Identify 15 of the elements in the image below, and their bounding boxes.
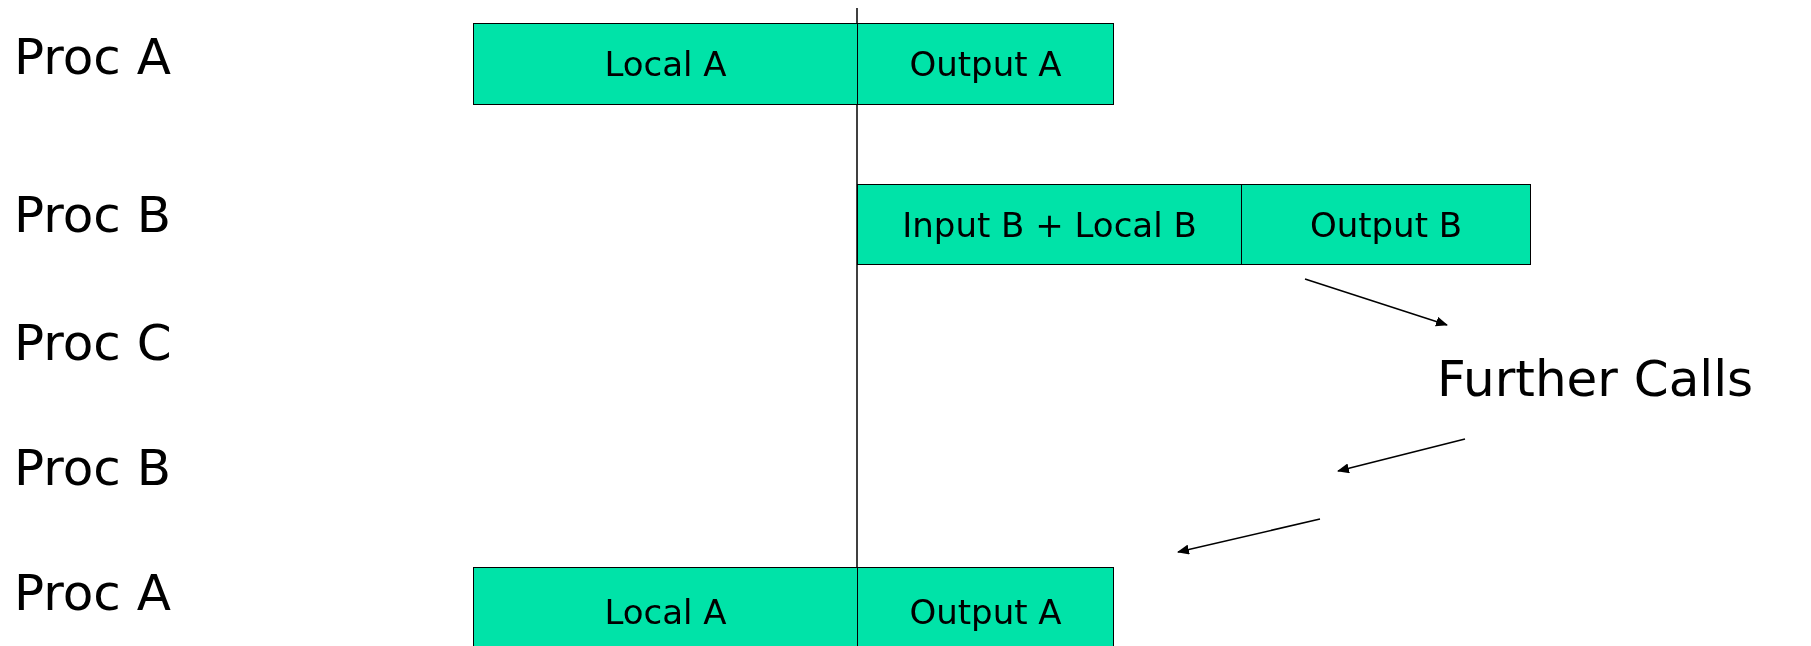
row-label: Proc A bbox=[14, 32, 171, 82]
stack-frame: Output A bbox=[857, 567, 1114, 646]
arrow bbox=[1337, 438, 1466, 474]
callout-text: Further Calls bbox=[1437, 354, 1754, 404]
stack-frame: Input B + Local B bbox=[857, 184, 1242, 265]
arrow bbox=[1304, 278, 1448, 327]
row-label: Proc A bbox=[14, 568, 171, 618]
stack-frame: Output A bbox=[857, 23, 1114, 105]
arrow bbox=[1177, 518, 1321, 555]
stack-frame: Output B bbox=[1241, 184, 1531, 265]
stack-frame: Local A bbox=[473, 23, 858, 105]
row-label: Proc C bbox=[14, 318, 172, 368]
row-label: Proc B bbox=[14, 443, 171, 493]
stack-frame: Local A bbox=[473, 567, 858, 646]
row-label: Proc B bbox=[14, 190, 171, 240]
